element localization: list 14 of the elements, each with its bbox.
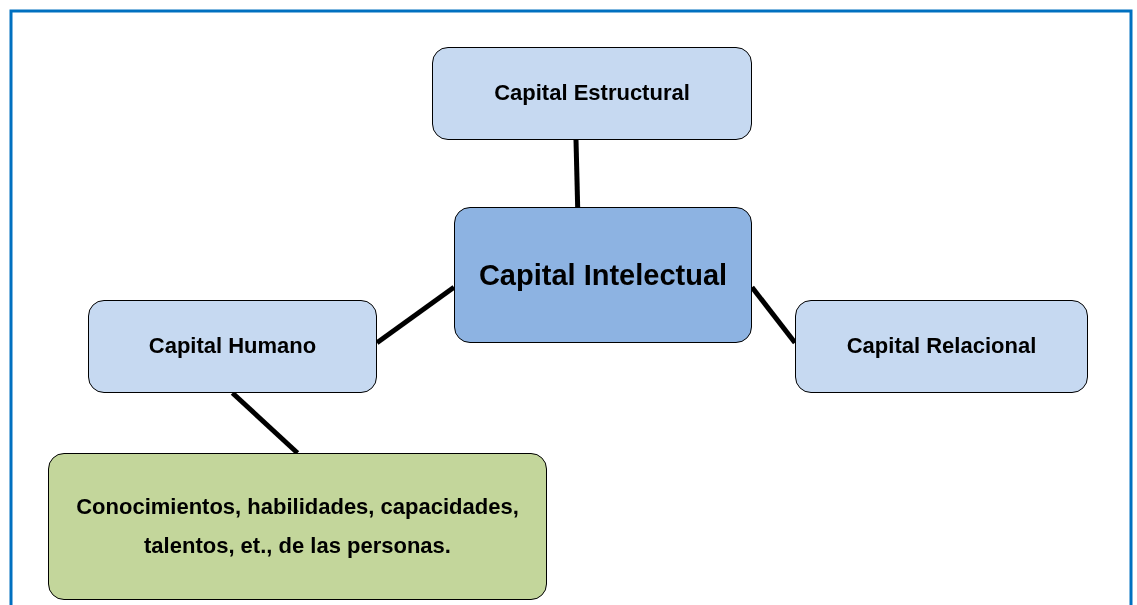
rounded-box (432, 47, 752, 140)
box-label: Capital Intelectual (478, 257, 728, 293)
rounded-box (48, 453, 547, 600)
box-label: Conocimientos, habilidades, capacidades, talentos, et., de las personas. (75, 493, 520, 560)
rounded-box (795, 300, 1088, 393)
rounded-box (88, 300, 377, 393)
box-label: Capital Relacional (846, 332, 1037, 361)
connector-line (230, 391, 300, 455)
box-label: Capital Humano (148, 332, 317, 361)
box-label: Capital Estructural (494, 79, 690, 108)
connector-line (573, 139, 581, 208)
connector-line (750, 285, 797, 345)
rounded-box (454, 207, 752, 343)
connector-line (375, 285, 456, 345)
